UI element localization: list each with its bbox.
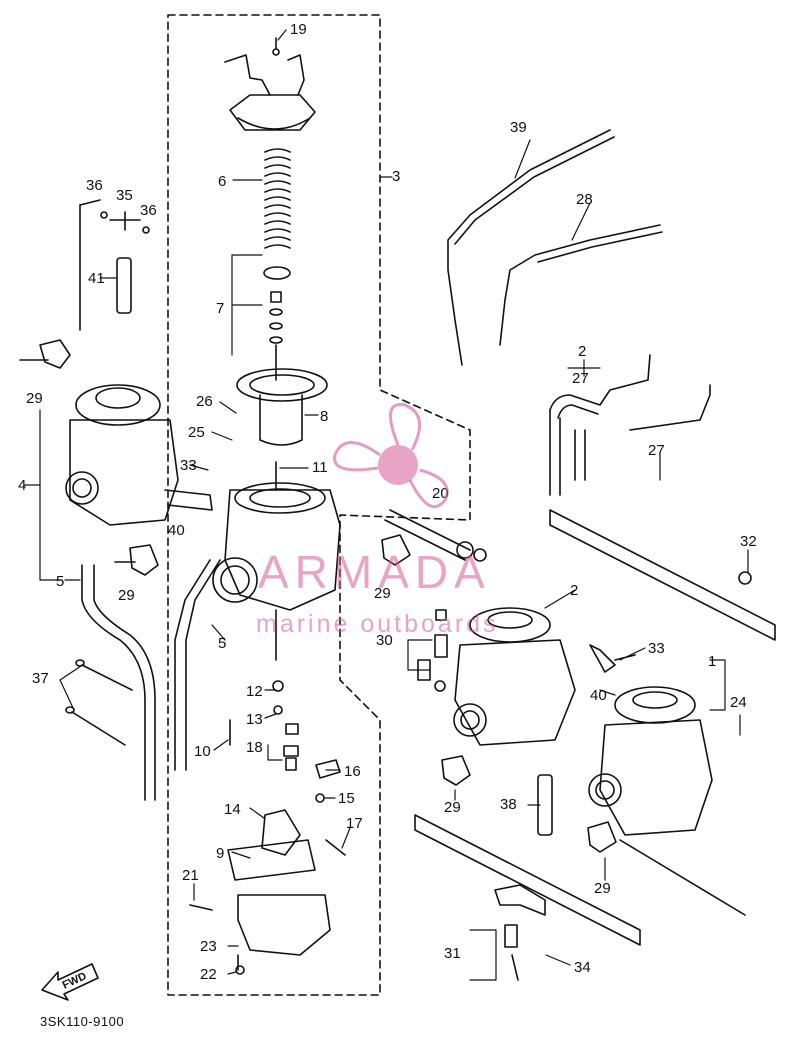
callout-29-center: 29 xyxy=(374,585,391,602)
part-code: 3SK110-9100 xyxy=(40,1014,125,1029)
throttle-cable-28 xyxy=(499,224,663,346)
callout-25: 25 xyxy=(188,424,205,441)
callout-19: 19 xyxy=(290,21,307,38)
callout-11: 11 xyxy=(312,459,328,476)
callout-21: 21 xyxy=(182,867,199,884)
callout-5-center: 5 xyxy=(218,635,226,652)
bracket-29-right-b xyxy=(587,821,617,853)
small-parts-column xyxy=(229,680,346,856)
callout-27-lower: 27 xyxy=(648,442,665,459)
forward-arrow-icon xyxy=(41,963,99,1001)
callout-13: 13 xyxy=(246,711,263,728)
callout-5-left: 5 xyxy=(56,573,64,590)
callout-32: 32 xyxy=(740,533,757,550)
watermark-brand: ARMADA xyxy=(258,546,491,598)
callout-39: 39 xyxy=(510,119,527,136)
callout-10: 10 xyxy=(194,743,211,760)
carb-body-center xyxy=(212,461,341,661)
bracket-29-right-a xyxy=(441,755,471,786)
callout-30: 30 xyxy=(376,632,393,649)
bracket-29-lower-left xyxy=(114,544,159,576)
carb-right-2 xyxy=(453,607,576,746)
callout-22: 22 xyxy=(200,966,217,983)
fuel-joint-20 xyxy=(384,509,487,562)
callout-18: 18 xyxy=(246,739,263,756)
leader-lines xyxy=(23,29,749,981)
carb-left-4 xyxy=(65,384,213,526)
callout-8: 8 xyxy=(320,408,328,425)
hose-5-left xyxy=(81,564,156,801)
callout-15: 15 xyxy=(338,790,355,807)
callout-7: 7 xyxy=(216,300,224,317)
spring-6 xyxy=(264,148,291,249)
watermark-tagline: marine outboards xyxy=(256,610,499,638)
callout-37: 37 xyxy=(32,670,49,687)
callout-36-right: 36 xyxy=(140,202,157,219)
assembly-boundary-dashed xyxy=(167,14,471,996)
callout-36-left: 36 xyxy=(86,177,103,194)
callout-23: 23 xyxy=(200,938,217,955)
callout-35: 35 xyxy=(116,187,133,204)
callout-2-top: 2 xyxy=(578,343,586,360)
watermark-logo-icon xyxy=(333,403,449,509)
choke-plunger-33 xyxy=(589,644,636,673)
callout-2-carb: 2 xyxy=(570,582,578,599)
callout-14: 14 xyxy=(224,801,241,818)
callout-numbers: 19 6 3 7 8 11 26 25 33 20 36 35 36 41 29… xyxy=(18,21,757,983)
vent-hoses-27 xyxy=(549,354,711,496)
callout-27-upper: 27 xyxy=(572,370,589,387)
callout-34: 34 xyxy=(574,959,591,976)
callout-38: 38 xyxy=(500,796,517,813)
callout-29-right-b: 29 xyxy=(594,880,611,897)
callout-33-left: 33 xyxy=(180,457,197,474)
callout-12: 12 xyxy=(246,683,263,700)
callout-41: 41 xyxy=(88,270,105,287)
callout-6: 6 xyxy=(218,173,226,190)
hose-5-center xyxy=(174,559,221,771)
screws-37 xyxy=(65,659,133,746)
callout-1: 1 xyxy=(708,653,716,670)
mounting-rail-lower xyxy=(414,814,641,946)
throttle-cable-39 xyxy=(447,129,615,366)
callout-40-left: 40 xyxy=(168,522,185,539)
callout-29-upper-left: 29 xyxy=(26,390,43,407)
callout-29-lower-left: 29 xyxy=(118,587,135,604)
fuel-tee-assembly xyxy=(79,199,150,331)
diaphragm-piston-8 xyxy=(236,368,328,446)
callout-16: 16 xyxy=(344,763,361,780)
callout-3: 3 xyxy=(392,168,400,185)
carb-right-1 xyxy=(588,686,746,916)
callout-26: 26 xyxy=(196,393,213,410)
carb-top-cap xyxy=(224,37,316,131)
bolt-32 xyxy=(738,571,752,585)
callout-31: 31 xyxy=(444,945,461,962)
callout-9: 9 xyxy=(216,845,224,862)
needle-parts-7 xyxy=(263,266,291,381)
callout-33-right: 33 xyxy=(648,640,665,657)
bracket-31 xyxy=(494,884,546,981)
callout-4: 4 xyxy=(18,477,26,494)
callout-28: 28 xyxy=(576,191,593,208)
mounting-rail-upper xyxy=(549,509,776,641)
callout-17: 17 xyxy=(346,815,363,832)
bracket-29-center xyxy=(381,534,411,566)
callout-40-right: 40 xyxy=(590,687,607,704)
bracket-29-upper-left xyxy=(19,339,71,369)
callout-29-right-a: 29 xyxy=(444,799,461,816)
callout-24: 24 xyxy=(730,694,747,711)
float-bowl xyxy=(189,809,331,975)
